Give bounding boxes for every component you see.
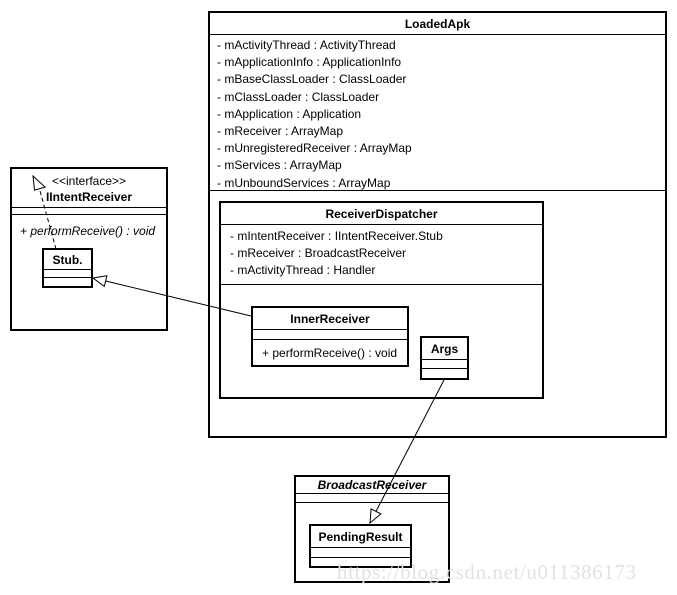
attributes-compartment-innerreceiver	[253, 330, 407, 340]
attribute-row: - mActivityThread : Handler	[230, 263, 376, 277]
attributes-compartment-broadcastreceiver	[296, 494, 448, 503]
interface-stereotype: <<interface>>	[51, 174, 127, 188]
operation-row: + performReceive() : void	[20, 224, 156, 238]
attribute-row: - mReceiver : BroadcastReceiver	[230, 246, 407, 260]
class-title-broadcastreceiver: BroadcastReceiver	[296, 477, 448, 494]
attribute-row: - mActivityThread : ActivityThread	[217, 38, 396, 52]
attribute-row: - mReceiver : ArrayMap	[217, 124, 344, 139]
class-title-stub: Stub.	[44, 250, 91, 270]
attributes-compartment-stub	[44, 270, 91, 278]
class-title-innerreceiver: InnerReceiver	[253, 308, 407, 330]
class-box-stub: Stub.	[42, 248, 93, 288]
class-box-innerreceiver: InnerReceiver + performReceive() : void	[251, 306, 409, 367]
class-title-iintentreceiver: IIntentReceiver	[45, 190, 133, 204]
attributes-compartment-args	[422, 360, 467, 369]
class-title-loadedapk: LoadedApk	[210, 13, 665, 35]
attribute-row: - mBaseClassLoader : ClassLoader	[217, 72, 407, 87]
class-box-args: Args	[420, 336, 469, 380]
attributes-compartment-loadedapk: - mActivityThread : ActivityThread - mAp…	[210, 35, 665, 191]
class-title-pendingresult: PendingResult	[311, 526, 410, 548]
attributes-compartment-iintentreceiver	[12, 208, 166, 215]
interface-header-iintentreceiver: <<interface>> IIntentReceiver	[12, 169, 166, 208]
attribute-row: - mUnboundServices : ArrayMap	[217, 175, 391, 190]
class-title-receiverdispatcher: ReceiverDispatcher	[221, 203, 542, 225]
attribute-row: - mClassLoader : ClassLoader	[217, 89, 380, 104]
attribute-row: - mApplication : Application	[217, 106, 362, 121]
attributes-compartment-receiverdispatcher: - mIntentReceiver : IIntentReceiver.Stub…	[221, 225, 542, 285]
class-box-pendingresult: PendingResult	[309, 524, 412, 568]
attribute-row: - mUnregisteredReceiver : ArrayMap	[217, 141, 412, 156]
watermark-text: https://blog.csdn.net/u011386173	[337, 560, 637, 584]
operations-compartment-innerreceiver: + performReceive() : void	[253, 340, 407, 365]
class-box-receiverdispatcher: ReceiverDispatcher - mIntentReceiver : I…	[219, 201, 544, 399]
operations-compartment-iintentreceiver: + performReceive() : void	[12, 215, 166, 238]
attribute-row: - mApplicationInfo : ApplicationInfo	[217, 55, 402, 70]
class-title-args: Args	[422, 338, 467, 360]
attribute-row: - mServices : ArrayMap	[217, 158, 342, 173]
operation-row: + performReceive() : void	[262, 345, 398, 360]
attribute-row: - mIntentReceiver : IIntentReceiver.Stub	[230, 229, 443, 243]
attributes-compartment-pendingresult	[311, 548, 410, 558]
